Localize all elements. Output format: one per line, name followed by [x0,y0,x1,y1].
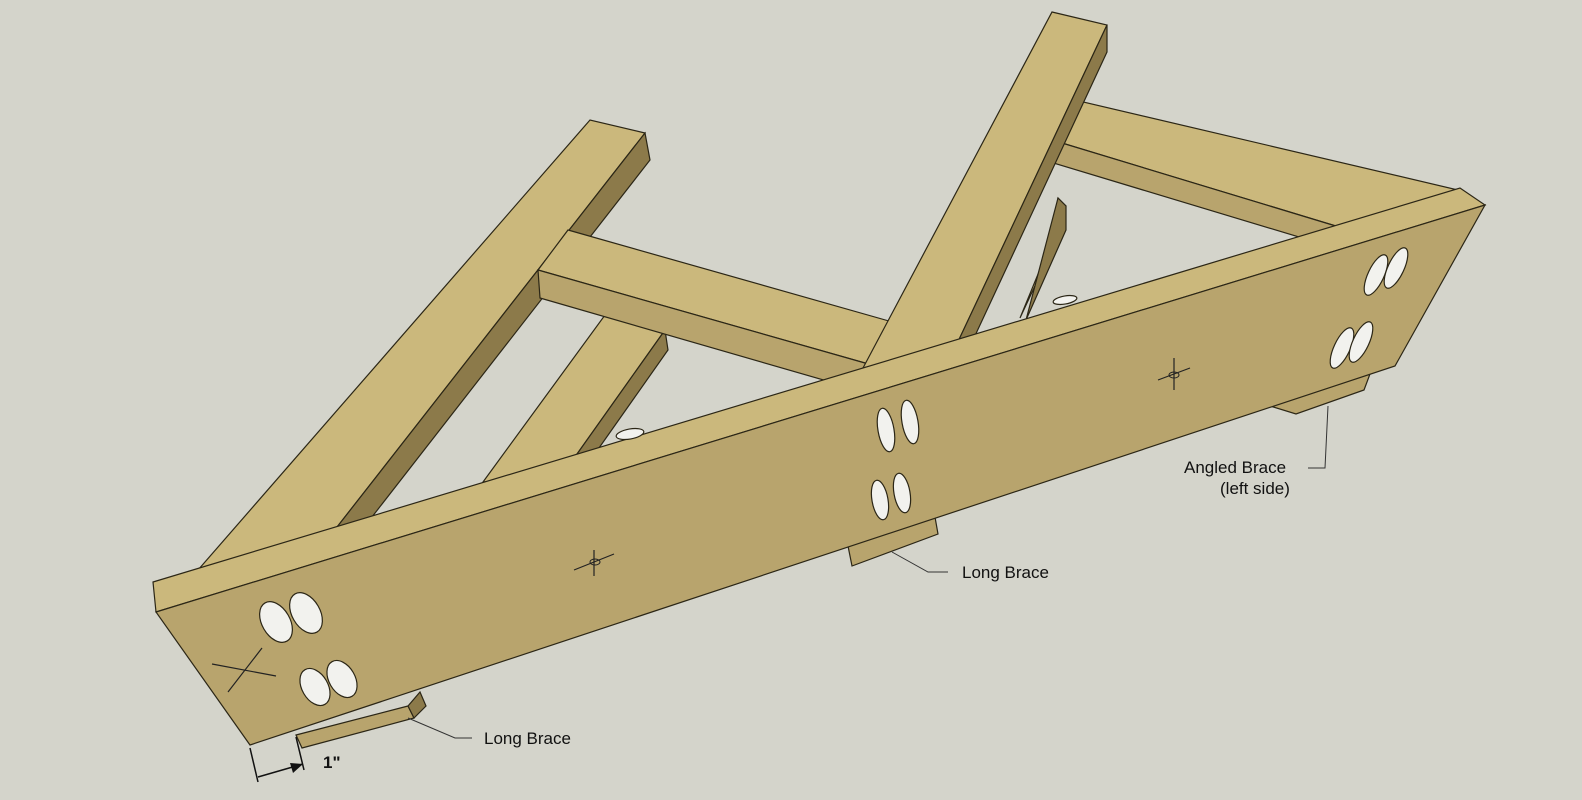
callouts: Long Brace Long Brace Angled Brace (left… [407,405,1329,748]
rear-leg-side [1025,196,1067,321]
screw-hole-right [1168,371,1180,379]
pocket-hole [615,427,645,441]
seat-board [152,187,1487,746]
pocket-hole [1383,247,1409,289]
long-brace-front-side [407,690,427,720]
dimension-label: 1" [323,753,341,772]
pocket-hole [289,592,323,634]
seat-board-face [155,203,1487,746]
dimension-extension-left [249,747,259,783]
label-angled-brace-line1: Angled Brace [1184,458,1286,477]
wood-frame: 1" Long Brace Long Brace Angled Brace (l… [152,11,1487,783]
pocket-holes [259,247,1409,707]
pocket-hole [1052,294,1078,306]
dimension-arrow [290,763,303,773]
screw-marks [211,358,1191,693]
leader-long-brace-middle [891,551,948,573]
pocket-hole [259,601,293,643]
pocket-hole [870,479,890,521]
screw-hole-left [589,558,601,566]
label-long-brace-front: Long Brace [484,729,571,748]
pocket-hole [299,667,331,707]
leader-angled-brace [1308,405,1329,469]
pocket-hole [1348,321,1374,363]
pocket-hole [892,472,912,514]
dimension-1-inch: 1" [249,736,341,783]
label-angled-brace-line2: (left side) [1220,479,1290,498]
cross-mark-a [211,663,277,677]
label-long-brace-middle: Long Brace [962,563,1049,582]
long-brace-front [295,690,427,749]
leader-long-brace-front [407,717,472,739]
pocket-hole [326,659,358,699]
rear-leg [1019,196,1067,321]
pocket-hole [900,399,920,445]
pocket-hole [876,407,896,453]
cross-mark-b [227,647,263,693]
pocket-hole [1363,254,1389,296]
